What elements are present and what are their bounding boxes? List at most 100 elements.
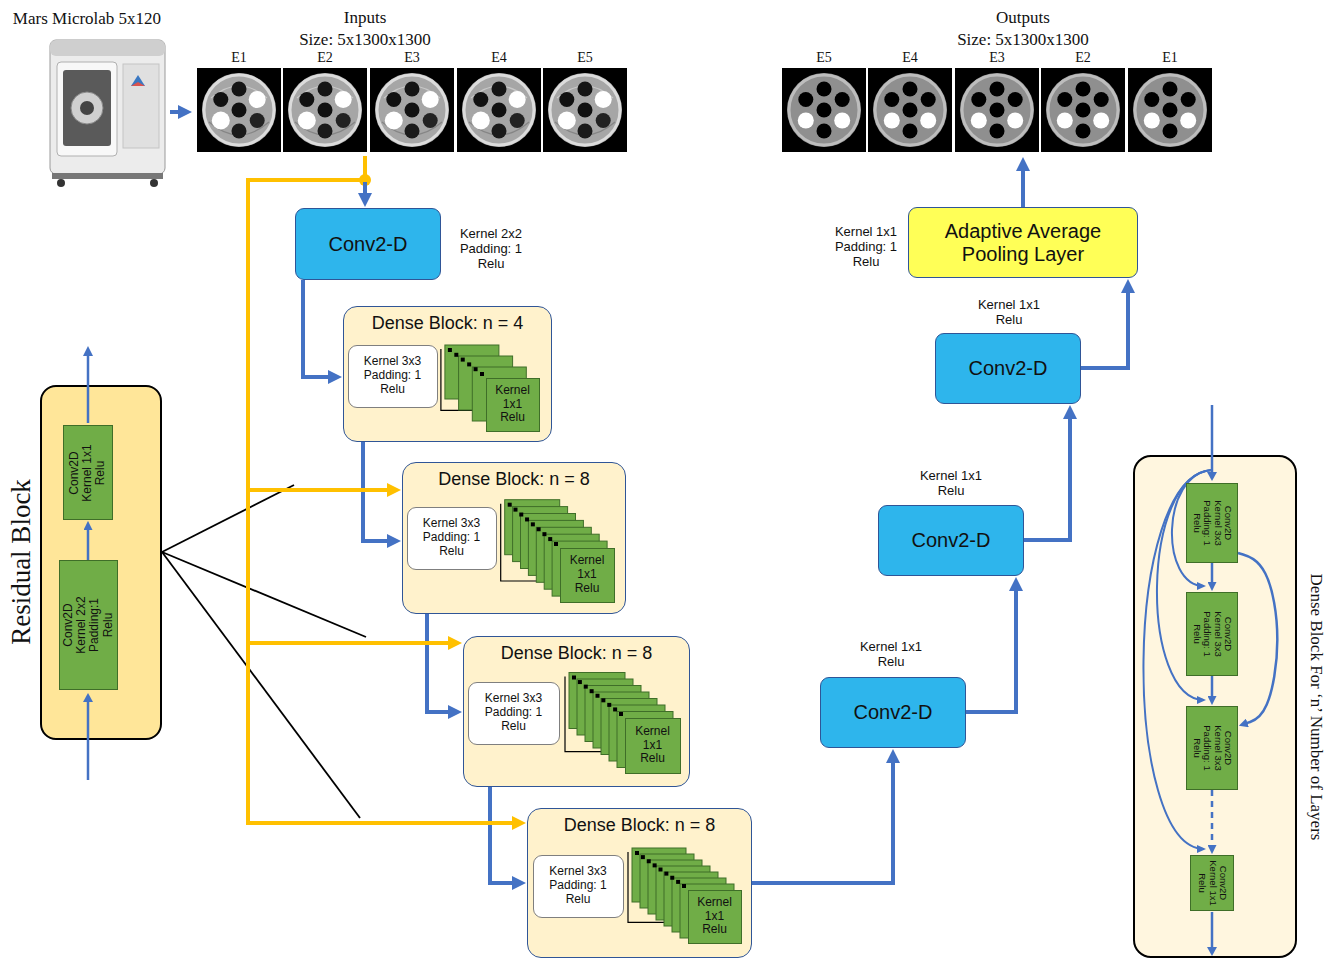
text-holder: Dense Block: n = 8	[564, 815, 716, 836]
arrow-head	[1197, 582, 1206, 590]
kernel-spec-box: Kernel 3x3 Padding: 1 Relu	[533, 855, 624, 918]
ct-slice	[197, 68, 281, 152]
kernel-pixel	[635, 851, 639, 855]
pooling-layer-box: Adaptive Average Pooling LayerKernel 1x1…	[908, 207, 1138, 278]
kernel-pixel	[589, 689, 593, 693]
arrow-head	[83, 346, 93, 356]
kernel-pixel	[652, 863, 656, 867]
text-holder: Kernel 1x1 Relu	[492, 384, 534, 426]
leader-line	[162, 552, 360, 818]
node-label: Size: 5x1300x1300	[957, 30, 1089, 50]
node-label: Kernel 1x1 Relu	[694, 896, 736, 937]
scanner-side-panel	[123, 64, 159, 148]
kernel-pixel	[548, 537, 552, 541]
connector-arrow	[966, 590, 1016, 712]
node-label: Kernel 1x1 Relu	[852, 640, 930, 670]
kernel-pixel	[664, 871, 668, 875]
node-label: Kernel 1x1 Relu	[632, 725, 674, 766]
conv-layer-box: Conv2D Kernel 3x3 Padding: 1 Relu	[1186, 483, 1238, 563]
ct-slice	[543, 68, 627, 152]
node-label: Conv2D Kernel 3x3 Padding: 1 Relu	[1191, 608, 1233, 660]
conv-layer-box: Conv2-DKernel 1x1 Relu	[820, 677, 966, 748]
kernel-pixel	[607, 702, 611, 706]
scanner-logo-mark	[131, 75, 145, 86]
node-label: Kernel 2x2 Padding: 1 Relu	[452, 227, 530, 272]
ct-slice	[782, 68, 866, 152]
ct-slice	[283, 68, 367, 152]
text-holder: Dense Block: n = 8	[438, 469, 590, 490]
connector-arrow	[1211, 676, 1214, 697]
kernel-pixel	[554, 542, 558, 546]
node-label: Conv2D Kernel 2x2 Padding:1 Relu	[62, 589, 115, 661]
kernel-pixel	[577, 680, 581, 684]
node-label: E1	[1162, 50, 1178, 66]
kernel-pixel	[530, 522, 534, 526]
kernel-pixel	[454, 352, 458, 356]
kernel-spec-box: Kernel 3x3 Padding: 1 Relu	[407, 507, 497, 570]
kernel-pixel	[572, 675, 576, 679]
kernel-pixel	[460, 357, 464, 361]
node-label: Conv2-D	[854, 701, 933, 724]
node-label: Mars Microlab 5x120	[13, 9, 161, 29]
ct-slice	[1041, 68, 1125, 152]
node-label: Kernel 3x3 Padding: 1 Relu	[478, 692, 550, 733]
arrow-head	[1197, 845, 1206, 853]
kernel-square: Kernel 1x1 Relu	[560, 548, 615, 603]
node-label: Conv2-D	[329, 233, 408, 256]
node-label: Kernel 3x3 Padding: 1 Relu	[542, 865, 614, 906]
kernel-pixel	[658, 867, 662, 871]
kernel-pixel	[513, 507, 517, 511]
text-holder: Kernel 3x3 Padding: 1 Relu	[542, 865, 614, 907]
kernel-pixel	[583, 684, 587, 688]
kernel-pixel	[473, 367, 477, 371]
ct-slice	[868, 68, 952, 152]
kernel-spec-box: Kernel 3x3 Padding: 1 Relu	[348, 345, 438, 408]
scanner-wheel	[150, 179, 158, 187]
node-label: Conv2D Kernel 3x3 Padding: 1 Relu	[1191, 722, 1233, 774]
connector-arrow	[427, 614, 449, 712]
input-arrow	[1211, 405, 1214, 472]
conv-layer-box: Conv2D Kernel 1x1 Relu	[1190, 855, 1234, 911]
ct-slice	[370, 68, 454, 152]
kernel-pixel	[619, 712, 623, 716]
node-label: Dense Block: n = 4	[372, 313, 524, 334]
conv-layer-box: Conv2D Kernel 3x3 Padding: 1 Relu	[1186, 706, 1238, 790]
conv-layer-box: Conv2D Kernel 1x1 Relu	[63, 425, 113, 520]
connector-arrow	[1021, 170, 1025, 207]
kernel-pixel	[480, 372, 484, 376]
text-holder: Kernel 1x1 Relu	[566, 554, 608, 596]
conv-layer-box: Conv2-DKernel 1x1 Relu	[878, 505, 1024, 576]
node-label: Kernel 1x1 Relu	[566, 554, 608, 595]
text-holder: Conv2-D	[969, 357, 1048, 380]
text-holder: Kernel 3x3 Padding: 1 Relu	[416, 517, 488, 559]
scanner-illustration	[50, 40, 165, 187]
node-label: Dense Block: n = 8	[438, 469, 590, 490]
node-label: Kernel 1x1 Padding: 1 Relu	[827, 225, 905, 270]
text-holder: Conv2-D	[912, 529, 991, 552]
text-holder: Kernel 3x3 Padding: 1 Relu	[478, 692, 550, 734]
conv-layer-box: Conv2-DKernel 2x2 Padding: 1 Relu	[295, 208, 441, 280]
text-holder: Kernel 1x1 Relu	[694, 896, 736, 938]
node-label: Dense Block: n = 8	[564, 815, 716, 836]
text-holder: Dense Block: n = 8	[501, 643, 653, 664]
scanner-top	[50, 40, 165, 56]
residual-block-panel: Residual BlockConv2D Kernel 1x1 ReluConv…	[40, 385, 162, 740]
scanner-logo-mark	[131, 82, 145, 86]
connector-arrow	[303, 280, 329, 377]
scanner-window	[63, 70, 111, 146]
kernel-square: Kernel 1x1 Relu	[688, 890, 742, 944]
output-arrow	[1211, 912, 1214, 947]
dense-block-box: Dense Block: n = 8 Kernel 3x3 Padding: 1 …	[402, 462, 626, 614]
node-label: Kernel 1x1 Relu	[492, 384, 534, 425]
kernel-pixel	[676, 879, 680, 883]
node-label: E3	[989, 50, 1005, 66]
text-holder: Dense Block: n = 4	[372, 313, 524, 334]
text-holder: Kernel 1x1 Relu	[632, 725, 674, 767]
scanner-door	[57, 62, 117, 156]
kernel-pixel	[682, 884, 686, 888]
kernel-square: Kernel 1x1 Relu	[625, 718, 681, 774]
node-label: Conv2D Kernel 1x1 Relu	[1196, 858, 1227, 908]
kernel-pixel	[601, 698, 605, 702]
kernel-pixel	[507, 502, 511, 506]
